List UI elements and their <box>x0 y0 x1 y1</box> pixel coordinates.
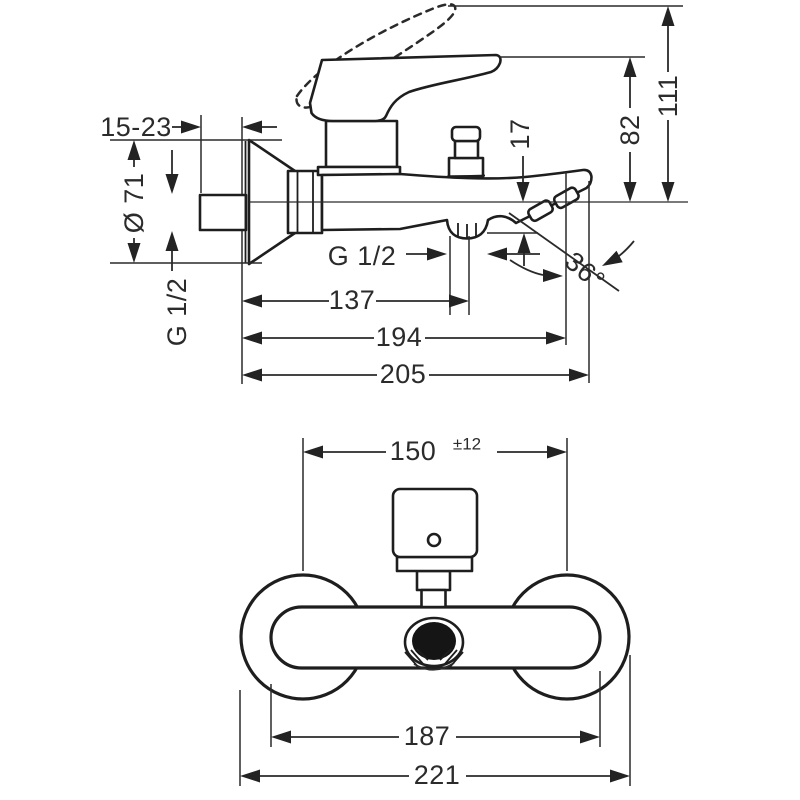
dim-connection-centers-label: 150 <box>390 436 437 466</box>
dim-escutcheon-diameter: Ø 71 <box>110 139 282 264</box>
handle-front <box>391 487 479 559</box>
dim-arrow <box>449 294 469 308</box>
dim-reach-total-label: 205 <box>380 359 427 389</box>
dim-arrow <box>569 368 589 382</box>
dim-arrow <box>661 6 675 26</box>
dim-body-width: 187 <box>270 671 601 751</box>
dim-outlet-thread-label: G 1/2 <box>328 241 397 271</box>
dim-arrow <box>546 331 566 345</box>
angle-arc <box>509 259 544 276</box>
dim-arrow <box>623 182 637 202</box>
dim-body-width-label: 187 <box>404 721 451 751</box>
cartridge-neck <box>420 588 447 609</box>
spout-top-edge <box>446 174 486 178</box>
dim-arrow <box>240 769 260 783</box>
dim-reach-total: 205 <box>242 359 589 389</box>
dim-arrow <box>181 120 201 134</box>
dim-wall-depth: 15-23 <box>100 112 277 193</box>
lever-handle <box>308 53 502 123</box>
dim-overall-width: 221 <box>239 655 631 790</box>
hatch-line <box>443 649 458 666</box>
dim-outlet-drop: 17 <box>487 118 538 266</box>
dim-max-height: 111 <box>448 5 683 202</box>
diverter-knob-stem <box>453 139 480 160</box>
dim-arrow <box>127 243 141 263</box>
handle-raised-outline <box>295 3 457 109</box>
dim-arrow <box>242 331 262 345</box>
diverter-knob-cap <box>450 125 482 143</box>
handle-pin <box>426 532 442 548</box>
cartridge-housing <box>324 119 399 169</box>
dim-reach-shower-outlet: 137 <box>242 236 470 315</box>
diverter-knob-base <box>447 156 485 178</box>
dim-arrow <box>271 730 291 744</box>
dim-arrow <box>165 231 179 251</box>
side-view: 15-23 Ø 71 G 1/2 17 <box>100 3 688 389</box>
dim-connection-tolerance-label: ±12 <box>453 435 481 454</box>
dim-arrow <box>517 233 531 253</box>
dim-overall-width-label: 221 <box>414 760 461 790</box>
dim-escutcheon-diameter-label: Ø 71 <box>119 173 149 234</box>
dim-outlet-thread: G 1/2 <box>328 241 540 271</box>
s-union-connector <box>198 193 248 232</box>
dim-arrow <box>516 182 530 202</box>
dim-reach-aerator: 194 <box>242 322 566 352</box>
spout-outlet-opening <box>412 622 456 660</box>
dim-arrow <box>242 368 262 382</box>
front-view: 150 ±12 187 221 <box>239 435 631 790</box>
cartridge-flange <box>395 555 474 573</box>
dim-outlet-drop-label: 17 <box>505 118 535 149</box>
dim-arrow <box>580 730 600 744</box>
dim-arrow <box>303 445 323 459</box>
dim-wall-thread: G 1/2 <box>162 150 192 346</box>
dim-arrow <box>242 294 262 308</box>
hatch-line <box>439 648 452 661</box>
dim-arrow <box>165 174 179 194</box>
leader-arrow <box>487 247 507 261</box>
hatch-arc <box>413 662 455 671</box>
dim-wall-thread-label: G 1/2 <box>162 278 192 347</box>
dim-arrow <box>623 57 637 77</box>
dim-reach-aerator-label: 194 <box>376 322 423 352</box>
dim-arrow <box>127 140 141 160</box>
shower-connection-hatch <box>404 648 464 671</box>
dim-reach-shower-outlet-label: 137 <box>329 285 376 315</box>
dim-arrow <box>661 182 675 202</box>
dim-wall-depth-label: 15-23 <box>100 112 172 142</box>
angle-line <box>508 212 620 292</box>
dim-connection-centers: 150 ±12 <box>302 435 568 571</box>
dim-arrow <box>610 769 630 783</box>
dim-arrow <box>547 445 567 459</box>
hatch-line <box>416 648 429 661</box>
dim-arrow <box>242 120 262 134</box>
cartridge-neck <box>415 569 452 592</box>
dim-arrow <box>602 250 623 266</box>
dim-handle-height: 82 <box>500 56 645 202</box>
dim-arrow <box>543 269 563 282</box>
leader-arrow <box>427 247 447 261</box>
aerator-collar <box>527 199 554 223</box>
dim-max-height-label: 111 <box>653 75 683 118</box>
dim-handle-height-label: 82 <box>615 114 645 145</box>
hatch-line <box>410 649 425 666</box>
